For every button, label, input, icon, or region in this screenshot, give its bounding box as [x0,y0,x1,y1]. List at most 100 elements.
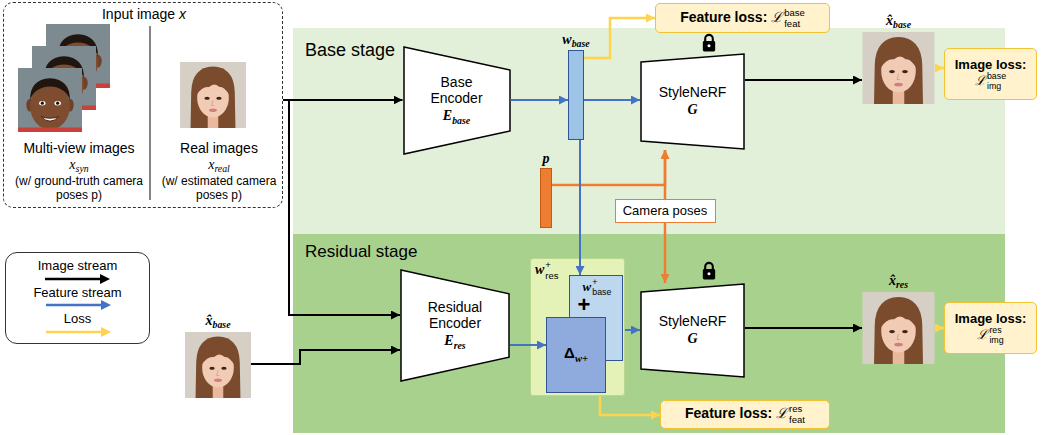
divider-line [149,26,150,200]
superscript-text: + [592,278,611,287]
lock-icon [703,263,715,280]
text-line: Real images [154,140,284,157]
text-line: Residual stage [305,242,465,262]
text-line: w+base [570,278,624,297]
feature-stream-arrow [579,140,581,275]
label-text: ℒ [776,406,788,421]
image-stream-arrow [283,100,400,315]
legend-line [46,304,102,307]
text-line: Camera poses [623,203,708,219]
loss-arrow [584,18,655,58]
label-text: x̂ [886,13,893,28]
text-line: Eres [444,332,465,351]
text-line: (w/ ground-truth camera poses p) [9,174,149,203]
label-text: Base Encoder [430,74,482,107]
camera-pose-arrow [552,150,665,185]
superscript-text: + [545,260,558,270]
math-script: resfeat [789,404,805,424]
math-script: baseimg [987,72,1006,91]
text-line: G [687,101,697,119]
superscript-text: base [987,72,1006,81]
subscript-text: feat [784,19,805,29]
text-line: StyleNeRF [659,313,727,330]
label-text: ℒ [975,73,986,88]
label-text: G [687,102,697,117]
image-stream-arrow [745,327,862,329]
legend-sample [41,274,113,284]
feature-stream-arrow [584,99,640,101]
text-line: x̂base [886,12,911,31]
label-text: (w/ ground-truth camera poses p) [15,174,143,202]
label-text: w+ [575,353,588,364]
legend-item: Loss [42,312,114,337]
face-image [18,68,82,132]
loss-arrow [600,396,660,415]
text-line: wbase [562,31,589,50]
text-line: Residual Encoder [415,299,495,333]
text-line: Δw+ [564,344,588,365]
encoder-trapezoid: Base EncoderEbase [403,46,511,155]
label-text: Multi-view images [23,140,134,156]
text-line: StyleNeRF [659,84,727,101]
legend-item: Feature stream [33,286,121,311]
text-line: (w/ estimated camera poses p) [154,174,284,203]
trapezoid-outline [640,53,745,150]
label-text: syn [76,163,89,174]
subscript-text: base [592,288,611,297]
label-text: Real images [180,140,258,156]
text-line: Image loss: [955,311,1027,327]
legend-line [46,331,102,334]
subscript-text: img [987,82,1006,91]
image-stream-arrow [283,99,403,101]
legend-arrowhead [100,274,110,284]
loss-box: Image loss:ℒresimg [944,302,1037,354]
text-line: Ebase [443,107,470,126]
math-script: basefeat [784,8,805,28]
text-line: xreal [154,156,284,175]
subscript-text: res [545,271,558,281]
label-text: w [562,32,571,47]
text-line: Input imagex [4,6,284,23]
legend-box: Image streamFeature streamLoss [5,252,150,344]
text-line: G [687,330,697,348]
text-line: w+res [535,260,595,280]
generator-trapezoid: StyleNeRF G [640,53,745,150]
pose-vector: p [540,168,552,228]
legend-item: Image stream [38,259,117,284]
image-stream-arrow [251,350,400,364]
input-image: x̂base [185,332,251,398]
label-text: p [543,151,550,166]
label-text: E [443,108,452,123]
label-text: real [214,163,229,174]
label-text: x [179,6,186,22]
legend-text: Feature stream [33,286,121,301]
face-image [32,46,96,110]
text-line: xsyn [9,156,149,175]
label-text: ℒ [771,10,783,25]
loss-box: Image loss:ℒbaseimg [944,48,1037,100]
superscript-text: base [784,8,805,18]
loss-box: Feature loss:ℒresfeat [660,400,830,429]
label-text: StyleNeRF [659,84,727,100]
math-script: resimg [989,326,1003,345]
label-text: E [444,333,453,348]
label-text: Image loss: [955,57,1027,72]
face-image [46,24,110,88]
text-line: Image loss: [955,57,1027,73]
legend-arrowhead [101,300,111,310]
feature-stream-arrow [510,344,546,346]
stage-panel: Residual stageResidual EncoderEresw+resw… [293,234,1005,433]
label-text: base [213,319,231,330]
label-text: x [69,157,75,172]
label-text: Δ [564,344,575,361]
label-text: w [583,279,592,294]
text-line: Base stage [305,40,435,62]
loss-box: Feature loss:ℒbasefeat [655,3,830,33]
label-text: base [572,38,590,49]
residual-block: Δw+ [546,317,606,393]
camera-pose-arrow [664,223,667,283]
face-image [185,332,251,398]
label-text: x [208,157,214,172]
